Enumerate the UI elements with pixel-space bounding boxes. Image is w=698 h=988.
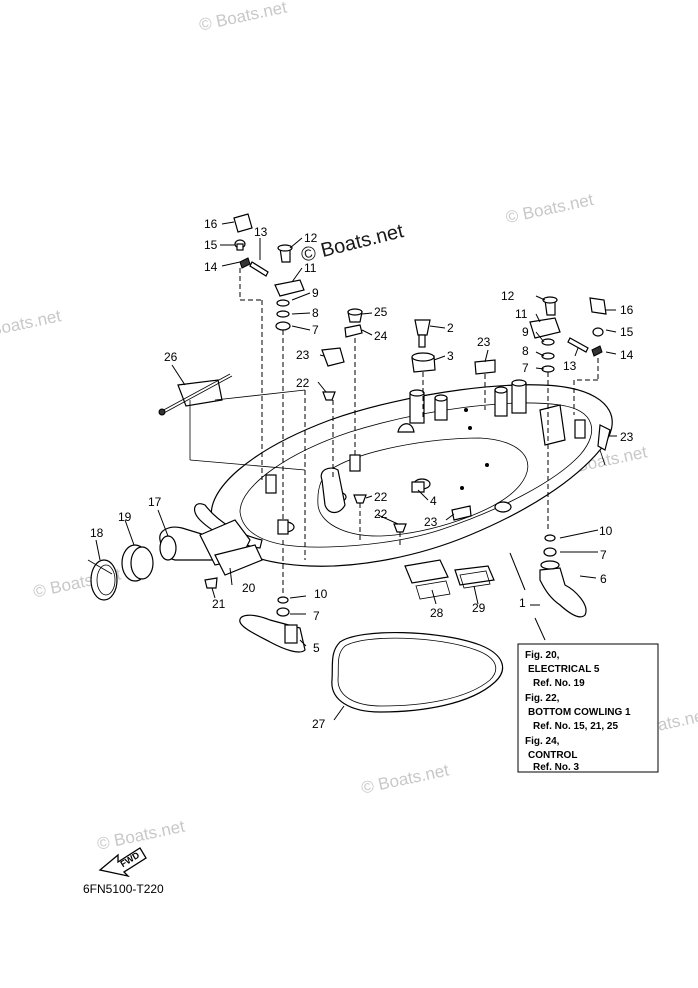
callout-label: 24 bbox=[374, 329, 388, 343]
callout-label: 6 bbox=[600, 572, 607, 586]
callout-label: 18 bbox=[90, 526, 104, 540]
callout-label: 14 bbox=[204, 260, 218, 274]
callout-label: 22 bbox=[374, 507, 388, 521]
ref-line: CONTROL bbox=[528, 750, 577, 761]
callout-label: 15 bbox=[620, 325, 634, 339]
callout-label: 7 bbox=[312, 323, 319, 337]
ref-line: Fig. 20, bbox=[525, 650, 560, 661]
callout-label: 28 bbox=[430, 606, 444, 620]
lever-6 bbox=[539, 567, 587, 618]
callout-label: 22 bbox=[374, 490, 388, 504]
callout-label: 29 bbox=[472, 601, 486, 615]
watermark-text: © Boats.net bbox=[0, 306, 63, 343]
callout-label: 10 bbox=[599, 524, 613, 538]
callout-label: 9 bbox=[522, 325, 529, 339]
diagram-code: 6FN5100-T220 bbox=[83, 882, 164, 896]
callout-label: 19 bbox=[118, 510, 132, 524]
callout-label: 11 bbox=[515, 307, 528, 321]
callout-label: 14 bbox=[620, 348, 634, 362]
callout-label: 16 bbox=[620, 303, 634, 317]
callout-label: 16 bbox=[204, 217, 218, 231]
ref-line: Fig. 24, bbox=[525, 736, 560, 747]
callout-label: 23 bbox=[477, 335, 491, 349]
watermark-text: © Boats.net bbox=[197, 0, 288, 35]
callout-label: 3 bbox=[447, 349, 454, 363]
callout-label: 23 bbox=[424, 515, 438, 529]
callout-label: 23 bbox=[620, 430, 634, 444]
callout-labels: 1 2 3 4 5 6 7 7 7 7 8 8 9 9 10 10 11 11 … bbox=[90, 217, 634, 731]
callout-label: 20 bbox=[242, 581, 256, 595]
fwd-arrow-icon: FWD bbox=[98, 847, 147, 878]
callout-label: 7 bbox=[600, 548, 607, 562]
watermark-text: © Boats.net bbox=[359, 760, 450, 797]
callout-label: 11 bbox=[304, 261, 317, 275]
callout-label: 15 bbox=[204, 238, 218, 252]
callout-label: 5 bbox=[313, 641, 320, 655]
callout-label: 12 bbox=[501, 289, 515, 303]
ref-line: Ref. No. 15, 21, 25 bbox=[533, 721, 618, 732]
ref-line: BOTTOM COWLING 1 bbox=[528, 707, 631, 718]
reference-box: Fig. 20, ELECTRICAL 5 Ref. No. 19 Fig. 2… bbox=[517, 643, 659, 773]
callout-label: 13 bbox=[563, 359, 577, 373]
callout-label: 8 bbox=[312, 306, 319, 320]
bracket-assembly bbox=[87, 519, 263, 601]
callout-label: 1 bbox=[519, 596, 526, 610]
callout-label: 21 bbox=[212, 597, 226, 611]
ref-line: ELECTRICAL 5 bbox=[528, 664, 600, 675]
callout-label: 23 bbox=[296, 348, 310, 362]
watermark-text: © Boats.net bbox=[504, 190, 595, 227]
callout-label: 2 bbox=[447, 321, 454, 335]
callout-label: 7 bbox=[522, 361, 529, 375]
callout-label: 12 bbox=[304, 231, 318, 245]
callout-label: 25 bbox=[374, 305, 388, 319]
callout-label: 9 bbox=[312, 286, 319, 300]
callout-label: 8 bbox=[522, 344, 529, 358]
cowling-seal bbox=[331, 631, 504, 713]
watermark-text: © Boats.net bbox=[95, 817, 186, 854]
callout-label: 26 bbox=[164, 350, 178, 364]
callout-label: 4 bbox=[430, 494, 437, 508]
ref-line: Ref. No. 3 bbox=[533, 762, 580, 773]
callout-label: 27 bbox=[312, 717, 326, 731]
callout-label: 10 bbox=[314, 587, 328, 601]
ref-line: Ref. No. 19 bbox=[533, 678, 585, 689]
callout-label: 17 bbox=[148, 495, 162, 509]
ref-line: Fig. 22, bbox=[525, 693, 560, 704]
callout-label: 7 bbox=[313, 609, 320, 623]
callout-label: 22 bbox=[296, 376, 310, 390]
callout-label: 13 bbox=[254, 225, 268, 239]
leader-lines bbox=[95, 221, 617, 721]
